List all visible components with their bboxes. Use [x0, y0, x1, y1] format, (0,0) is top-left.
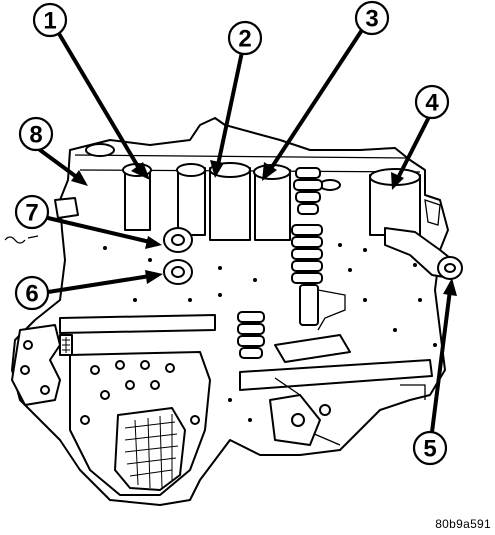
solenoid-pack — [69, 351, 211, 496]
callout-2-label: 2 — [238, 26, 251, 53]
leader-6 — [46, 274, 152, 294]
leader-2 — [216, 50, 244, 167]
arrowhead-6 — [145, 270, 163, 284]
callout-8-label: 8 — [29, 122, 42, 149]
callout-bubbles: 1 2 3 4 5 6 7 8 — [14, 0, 450, 466]
arrowhead-1 — [131, 162, 150, 180]
arrowhead-2 — [210, 160, 224, 178]
center-spring — [291, 167, 346, 331]
left-squiggle — [4, 235, 39, 244]
callout-7: 7 — [14, 194, 50, 230]
lower-spring — [237, 311, 265, 359]
figure-code: 80b9a591 — [435, 517, 491, 531]
callout-2: 2 — [227, 20, 263, 56]
leader-8 — [38, 148, 80, 180]
callout-3: 3 — [354, 0, 390, 36]
arrowhead-5 — [443, 278, 457, 296]
linkage — [59, 314, 433, 446]
callout-6: 6 — [14, 275, 50, 311]
callout-5: 5 — [412, 430, 448, 466]
arrowhead-7 — [145, 236, 162, 249]
callout-7-label: 7 — [25, 200, 38, 227]
leader-lines — [38, 28, 457, 434]
bolt-holes — [103, 243, 437, 422]
right-boss — [384, 199, 463, 280]
callout-6-label: 6 — [25, 281, 38, 308]
arrowhead-8 — [71, 170, 88, 186]
callout-4: 4 — [414, 84, 450, 120]
left-tab — [54, 197, 79, 219]
callout-5-label: 5 — [423, 436, 436, 463]
callout-1-label: 1 — [43, 8, 56, 35]
leader-5 — [430, 288, 452, 434]
arrowhead-4 — [391, 172, 404, 190]
left-plate — [11, 324, 73, 406]
callout-3-label: 3 — [365, 6, 378, 33]
callout-4-label: 4 — [425, 90, 439, 117]
leader-1 — [56, 30, 142, 172]
leader-4 — [396, 113, 432, 180]
mounting-bosses — [163, 227, 193, 285]
callout-1: 1 — [32, 2, 68, 38]
callout-8: 8 — [18, 116, 54, 152]
leader-7 — [46, 216, 152, 244]
valve-body — [4, 117, 463, 506]
leader-3 — [268, 28, 364, 172]
arrowhead-3 — [262, 162, 277, 181]
